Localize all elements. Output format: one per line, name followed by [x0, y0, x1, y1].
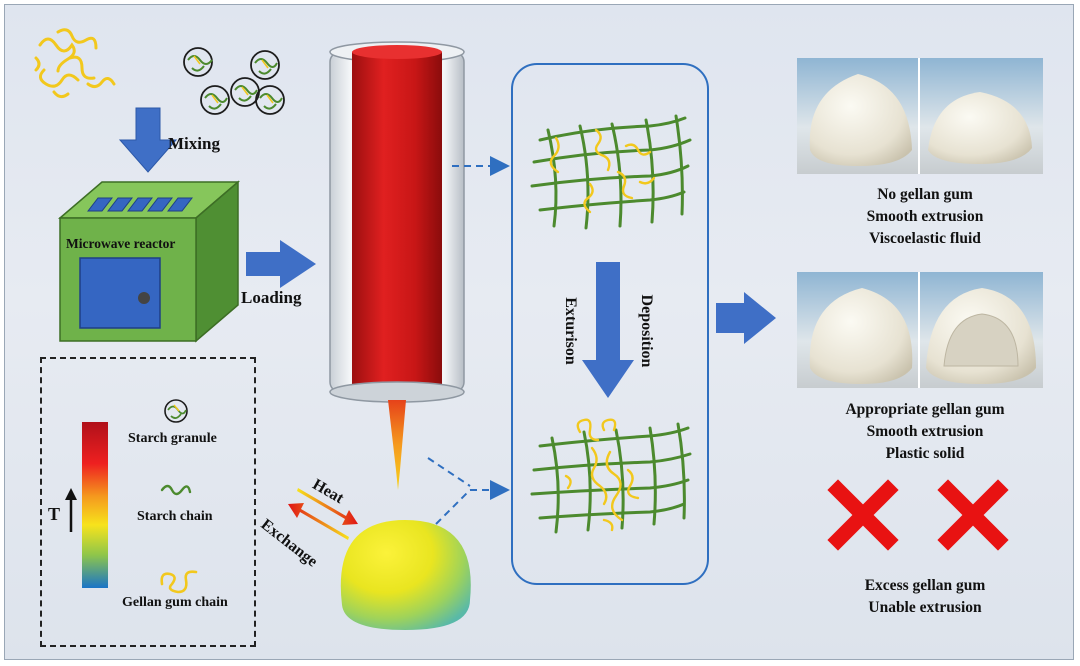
outcome-caption: Appropriate gellan gum Smooth extrusion …: [800, 399, 1050, 465]
mixing-label: Mixing: [168, 134, 220, 153]
mixing-arrow-icon: [118, 107, 178, 173]
network-top-icon: [530, 114, 692, 230]
starch-chain-label: Starch chain: [137, 509, 213, 524]
printed-dome-icon: [340, 520, 471, 630]
deposition-arrow-icon: [582, 262, 634, 398]
starch-granule-legend-icon: [164, 399, 188, 423]
outcome-caption: No gellan gum Smooth extrusion Viscoelas…: [800, 184, 1050, 250]
temperature-color-bar: [82, 422, 108, 588]
extrusion-label: Exturison: [562, 297, 579, 365]
outcome-line: Appropriate gellan gum: [845, 401, 1005, 418]
network-scheme-box: [511, 63, 709, 585]
outcome-caption: Excess gellan gum Unable extrusion: [800, 575, 1050, 619]
dashed-arrow-icon: [427, 156, 510, 525]
results-arrow-icon: [716, 292, 776, 344]
cross-icon: [827, 479, 899, 551]
outcome-line: No gellan gum: [877, 186, 973, 203]
temperature-axis-label: T: [48, 504, 61, 524]
photo-appropriate-gellan: [797, 272, 1043, 388]
legend-box: [40, 357, 256, 647]
temperature-arrow-icon: [65, 488, 77, 532]
photo-no-gellan: [797, 58, 1043, 174]
gellan-gum-cluster-icon: [34, 28, 116, 99]
outcome-line: Unable extrusion: [868, 599, 982, 616]
outcome-line: Plastic solid: [885, 445, 965, 462]
loading-arrow-icon: [246, 240, 316, 288]
starch-granule-label: Starch granule: [128, 431, 217, 446]
outcome-line: Smooth extrusion: [866, 423, 984, 440]
gellan-gum-chain-label: Gellan gum chain: [122, 595, 228, 610]
deposition-label: Deposition: [638, 294, 655, 368]
loading-label: Loading: [241, 288, 302, 307]
network-bottom-icon: [530, 418, 692, 534]
gellan-chain-legend-icon: [160, 570, 198, 594]
syringe-icon: [329, 41, 465, 490]
microwave-reactor-icon: [57, 180, 241, 343]
cross-icon: [937, 479, 1009, 551]
outcome-line: Viscoelastic fluid: [869, 230, 981, 247]
outcome-line: Excess gellan gum: [864, 577, 986, 594]
starch-chain-legend-icon: [160, 484, 192, 496]
microwave-reactor-label: Microwave reactor: [66, 236, 176, 251]
outcome-line: Smooth extrusion: [866, 208, 984, 225]
starch-granule-cluster-icon: [183, 47, 285, 115]
heat-exchange-arrows-icon: [288, 488, 358, 540]
